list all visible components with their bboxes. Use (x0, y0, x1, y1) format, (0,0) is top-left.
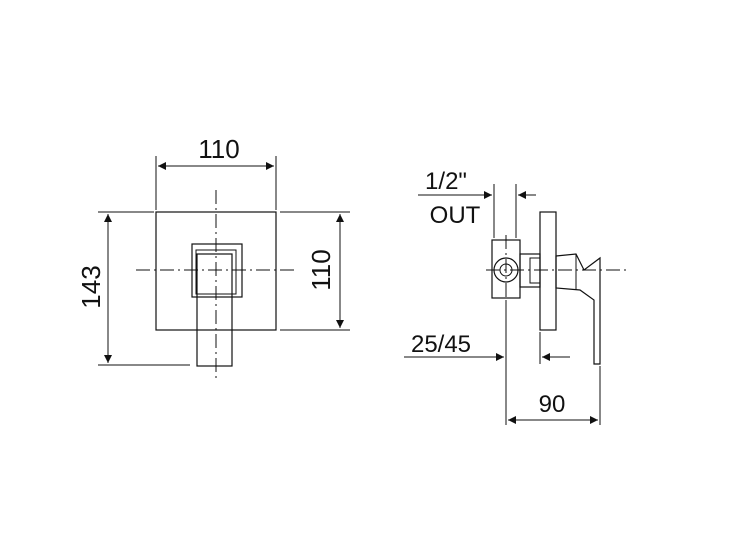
total-depth-label: 90 (539, 391, 566, 418)
side-view: 1/2" OUT 25/45 90 (404, 168, 628, 425)
width-label: 110 (198, 134, 239, 164)
thread-size-label: 1/2" (425, 168, 467, 195)
depth-range-label: 25/45 (411, 331, 471, 358)
outlet-label: OUT (430, 202, 481, 229)
depth-range-dimension: 25/45 (404, 300, 570, 425)
width-dimension: 110 (155, 134, 277, 210)
plate-height-label: 110 (306, 249, 336, 290)
side-cover-plate (539, 211, 557, 331)
outlet-dimension: 1/2" OUT (418, 168, 536, 238)
plate-height-dimension: 110 (280, 211, 350, 331)
total-height-dimension: 143 (76, 211, 190, 366)
side-handle (555, 253, 601, 365)
handle-lever (191, 243, 243, 367)
total-depth-dimension: 90 (508, 366, 601, 425)
front-view: 110 143 110 (76, 134, 350, 382)
total-height-label: 143 (76, 265, 106, 308)
